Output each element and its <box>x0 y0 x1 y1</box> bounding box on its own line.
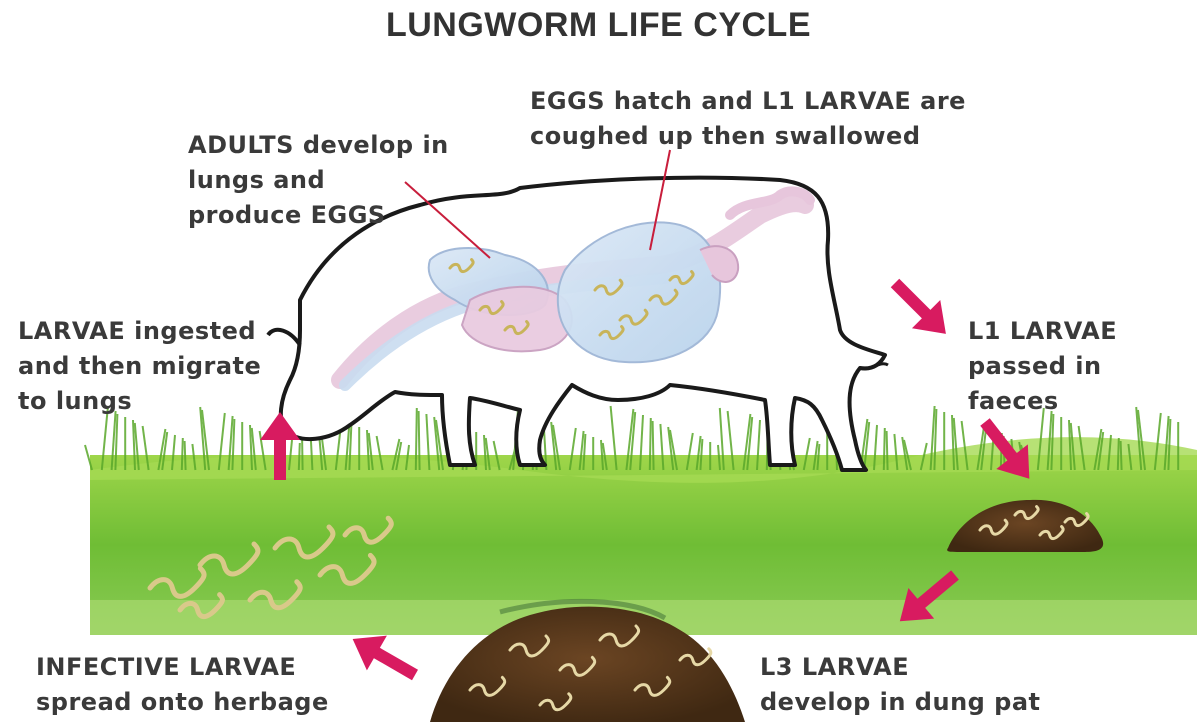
label-l3-larvae: L3 LARVAE develop in dung pat <box>760 650 1041 720</box>
label-infective-larvae: INFECTIVE LARVAE spread onto herbage <box>36 650 329 720</box>
label-adults: ADULTS develop in lungs and produce EGGS <box>188 128 449 233</box>
label-larvae-ingested: LARVAE ingested and then migrate to lung… <box>18 314 261 419</box>
grass-blade <box>887 431 888 470</box>
grass-blade <box>416 408 417 470</box>
grass-blade <box>185 441 186 470</box>
grass-blade <box>1121 441 1122 470</box>
cycle-arrow <box>881 269 960 348</box>
grass-blade <box>299 443 300 470</box>
grass-blade <box>182 438 183 470</box>
label-l1-passed: L1 LARVAE passed in faeces <box>968 314 1117 419</box>
grass-blade <box>419 411 420 470</box>
grass-blade <box>884 428 885 470</box>
grass-blade <box>1118 438 1119 470</box>
label-eggs-hatch: EGGS hatch and L1 LARVAE are coughed up … <box>530 84 966 154</box>
grass-blade <box>653 421 654 470</box>
diagram-title: LUNGWORM LIFE CYCLE <box>0 6 1197 45</box>
grass-blade <box>650 418 651 470</box>
